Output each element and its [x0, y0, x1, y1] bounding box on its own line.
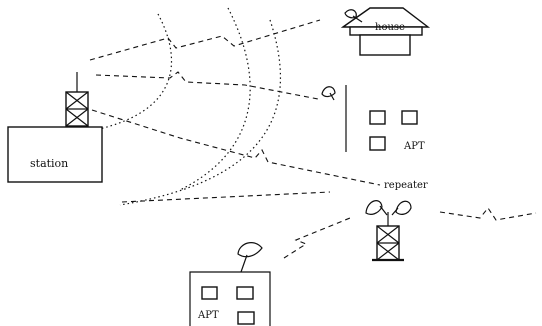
- apt-right-window-1: [369, 110, 386, 125]
- repeater-dish-icon: [365, 200, 412, 216]
- apt-right-window-3: [369, 136, 386, 151]
- link-repeater-outbound: [439, 207, 537, 221]
- station-label: station: [30, 157, 68, 170]
- link-station-to-apt-right: [95, 71, 319, 100]
- apt-bottom-label: APT: [197, 310, 219, 321]
- house-dish-icon: [344, 9, 363, 23]
- link-station-to-repeater: [91, 109, 381, 186]
- house-building: house: [340, 7, 431, 56]
- coverage-arc-middle: [179, 7, 251, 191]
- apt-bottom-window-1: [201, 286, 218, 300]
- apt-right-window-2: [401, 110, 418, 125]
- station-building: station: [7, 126, 103, 183]
- link-repeater-to-apt-bottom: [283, 217, 351, 259]
- house-label: house: [375, 22, 405, 33]
- apt-bottom-window-3: [237, 311, 255, 325]
- apt-right-dish-icon: [321, 86, 336, 101]
- coverage-arc-inner: [94, 13, 173, 131]
- station-tower-icon: [65, 72, 89, 127]
- repeater-label: repeater: [384, 180, 428, 191]
- apt-bottom-window-2: [236, 286, 254, 300]
- apt-right-building: APT: [345, 85, 425, 152]
- repeater-tower-icon: [372, 212, 404, 262]
- apt-right-label: APT: [403, 141, 425, 152]
- apt-bottom-dish-icon: [237, 242, 263, 273]
- link-repeater-left: [121, 191, 331, 203]
- link-station-to-house: [89, 19, 321, 61]
- coverage-arc-outer: [119, 19, 282, 206]
- apt-bottom-building: APT: [189, 271, 271, 326]
